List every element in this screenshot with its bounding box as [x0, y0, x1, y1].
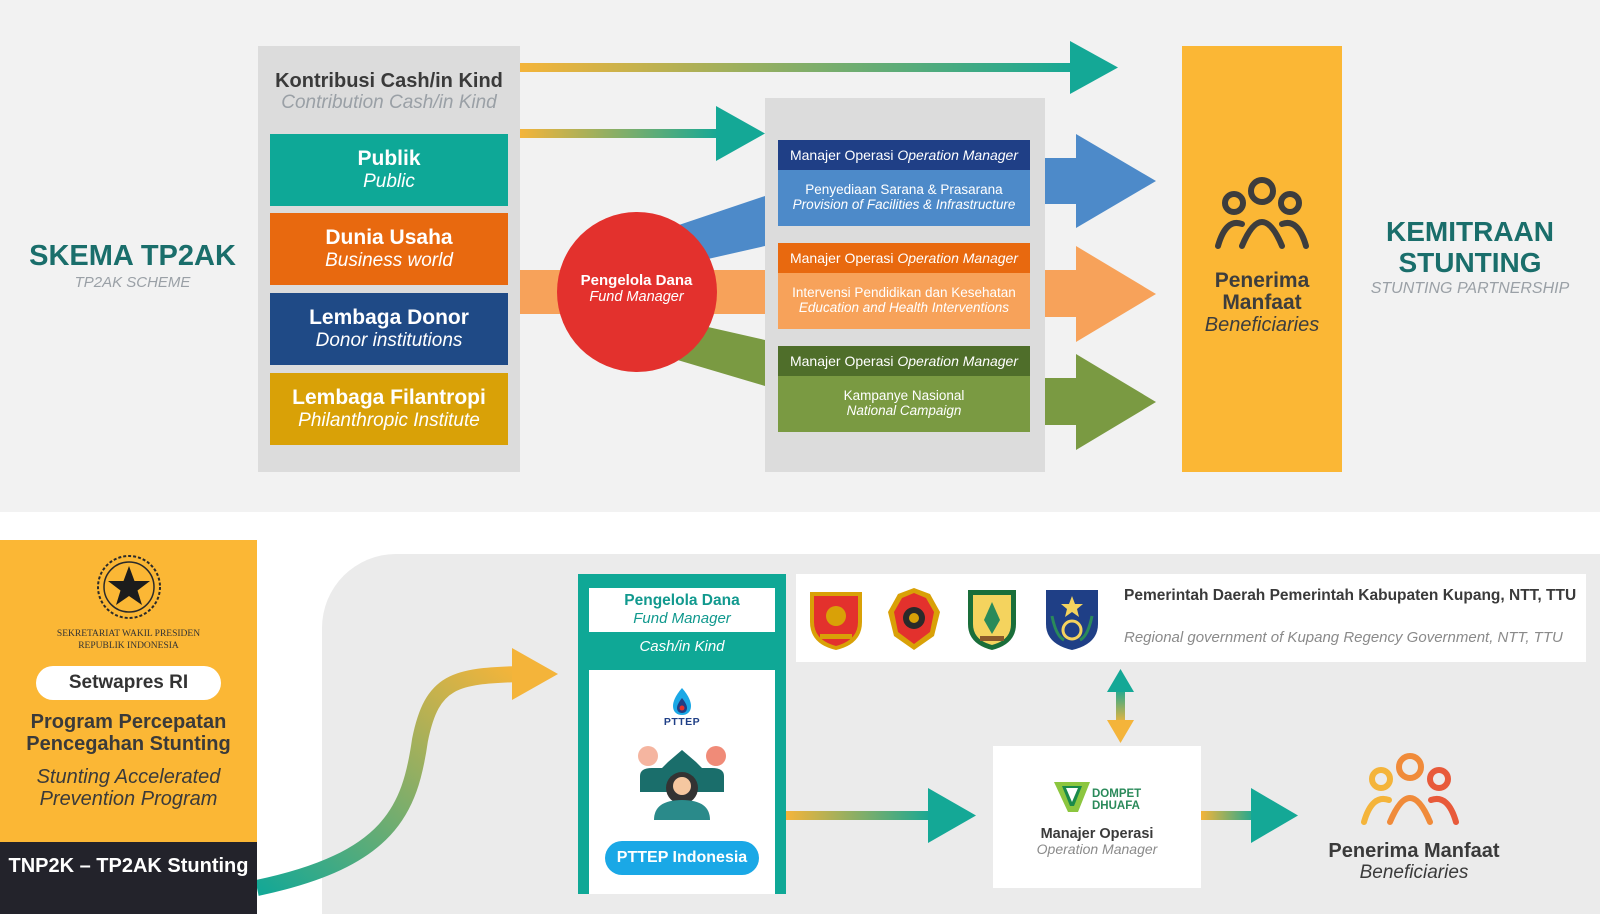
operation-manager-header-id: Manajer Operasi: [789, 250, 894, 266]
bottom-beneficiaries-title: Penerima Manfaat: [1328, 840, 1500, 862]
ntt-emblem-icon: [888, 588, 940, 650]
presidential-seal-icon: [97, 555, 161, 619]
direct-flow-arrow-shaft: [520, 63, 1080, 72]
source-box-donor: Lembaga Donor Donor institutions: [270, 293, 508, 365]
beneficiaries-title: Penerima Manfaat: [1214, 269, 1310, 314]
source-label: Lembaga Donor: [309, 306, 469, 329]
seal-caption: SEKRETARIAT WAKIL PRESIDEN REPUBLIK INDO…: [0, 628, 257, 652]
fund-manager-title: Pengelola Dana: [580, 272, 693, 289]
setwapres-pill: Setwapres RI: [36, 666, 221, 700]
cash-in-kind-label: Cash/in Kind: [639, 638, 725, 655]
operation-manager-body-campaign: Kampanye Nasional National Campaign: [778, 376, 1030, 432]
operation-manager-body-id: Kampanye Nasional: [843, 388, 965, 403]
operation-manager-body-education: Intervensi Pendidikan dan Kesehatan Educ…: [778, 273, 1030, 329]
source-sublabel: Philanthropic Institute: [298, 410, 480, 431]
source-sublabel: Business world: [325, 250, 453, 271]
operation-manager-header-id: Manajer Operasi: [789, 147, 894, 163]
bottom-beneficiaries-subtitle: Beneficiaries: [1359, 862, 1469, 883]
manager-flow-arrowhead: [716, 106, 765, 161]
beneficiaries-subtitle: Beneficiaries: [1204, 314, 1320, 336]
scheme-title: SKEMA TP2AK: [29, 240, 236, 272]
operation-manager-header: Manajer Operasi Operation Manager: [778, 243, 1030, 273]
fund-manager-circle: [557, 212, 717, 372]
source-box-public: Publik Public: [270, 134, 508, 206]
regional-government-title: Pemerintah Daerah Pemerintah Kabupaten K…: [1124, 587, 1577, 604]
direct-flow-arrowhead: [1070, 41, 1118, 94]
pttep-flame-icon: [673, 688, 691, 715]
fund-manager-header-title: Pengelola Dana: [624, 592, 740, 609]
dompet-dhuafa-wordmark: DOMPET DHUAFA: [1092, 788, 1182, 812]
operation-manager-body-id: Penyediaan Sarana & Prasarana: [805, 182, 1003, 197]
gov-operator-link-shaft: [1116, 688, 1125, 724]
gov-operator-down-arrowhead: [1107, 720, 1134, 743]
source-sublabel: Donor institutions: [315, 330, 463, 351]
operation-manager-header: Manajer Operasi Operation Manager: [778, 346, 1030, 376]
operator-box: [993, 746, 1201, 888]
source-label: Publik: [357, 147, 421, 170]
pttep-indonesia-pill: PTTEP Indonesia: [605, 841, 759, 875]
seal-caption-line-2: REPUBLIK INDONESIA: [78, 641, 179, 651]
source-box-business: Dunia Usaha Business world: [270, 213, 508, 285]
operation-manager-body-facilities: Penyediaan Sarana & Prasarana Provision …: [778, 170, 1030, 226]
source-sublabel: Public: [363, 171, 415, 192]
gov-operator-up-arrowhead: [1107, 669, 1134, 692]
regional-government-subtitle: Regional government of Kupang Regency Go…: [1124, 629, 1563, 646]
partnership-subtitle: STUNTING PARTNERSHIP: [1370, 280, 1570, 297]
operator-to-beneficiaries-shaft: [1201, 811, 1257, 820]
contribution-subtitle: Contribution Cash/in Kind: [281, 92, 497, 113]
dompet-dhuafa-logo-icon: [1054, 782, 1090, 812]
operation-manager-header-en: Operation Manager: [897, 147, 1019, 163]
operation-manager-body-en: Education and Health Interventions: [798, 300, 1010, 315]
fund-manager-subtitle: Fund Manager: [589, 289, 684, 305]
operation-manager-body-en: National Campaign: [846, 403, 962, 418]
tnp2k-footer: TNP2K – TP2AK Stunting: [0, 842, 257, 914]
kupang-emblem-icon: [810, 592, 862, 650]
curved-flow-arrow-shaft: [255, 666, 521, 896]
fund-manager-label: Pengelola Dana Fund Manager: [558, 272, 715, 305]
dompet-dhuafa-word-1: DOMPET: [1092, 788, 1142, 800]
operation-manager-header-en: Operation Manager: [897, 250, 1019, 266]
operator-subtitle: Operation Manager: [1036, 841, 1158, 857]
scheme-subtitle: TP2AK SCHEME: [74, 274, 191, 291]
regional-government-emblems: [810, 588, 1098, 650]
program-subtitle: Stunting Accelerated Prevention Program: [36, 766, 221, 810]
seal-caption-line-1: SEKRETARIAT WAKIL PRESIDEN: [56, 629, 201, 639]
fund-manager-header-subtitle: Fund Manager: [633, 610, 731, 627]
source-box-philanthropic: Lembaga Filantropi Philanthropic Institu…: [270, 373, 508, 445]
operation-manager-header: Manajer Operasi Operation Manager: [778, 140, 1030, 170]
partnership-title: KEMITRAAN STUNTING: [1386, 216, 1554, 278]
operation-manager-body-en: Provision of Facilities & Infrastructure: [792, 197, 1016, 212]
community-people-icon: [638, 746, 726, 820]
fund-manager-header: Pengelola Dana Fund Manager: [589, 588, 775, 632]
program-title: Program Percepatan Pencegahan Stunting: [26, 711, 231, 755]
pttep-logo-wordmark: PTTEP: [663, 716, 701, 728]
people-group-icon: [1215, 177, 1309, 249]
manager-flow-arrow-shaft: [520, 129, 720, 138]
beneficiaries-people-icon: [1361, 753, 1459, 825]
fund-to-operator-arrowhead: [928, 788, 976, 843]
operation-manager-body-id: Intervensi Pendidikan dan Kesehatan: [792, 285, 1016, 300]
facilities-to-beneficiaries-arrow: [1045, 134, 1156, 228]
contribution-title: Kontribusi Cash/in Kind: [275, 70, 503, 92]
operator-title: Manajer Operasi: [1040, 826, 1154, 842]
ttu-emblem-icon: [968, 590, 1016, 650]
fund-to-operator-shaft: [786, 811, 934, 820]
source-label: Dunia Usaha: [325, 226, 453, 249]
kupang-regency-emblem-icon: [1046, 590, 1098, 650]
dompet-dhuafa-word-2: DHUAFA: [1092, 800, 1140, 812]
source-label: Lembaga Filantropi: [292, 386, 486, 409]
operation-manager-header-id: Manajer Operasi: [789, 353, 894, 369]
top-flow-arrows: [520, 41, 1156, 450]
curved-flow-arrowhead: [512, 648, 558, 700]
beneficiaries-box: [1182, 46, 1342, 472]
operation-manager-header-en: Operation Manager: [897, 353, 1019, 369]
education-to-beneficiaries-arrow: [1045, 246, 1156, 342]
operator-to-beneficiaries-arrowhead: [1251, 788, 1298, 843]
campaign-to-beneficiaries-arrow: [1045, 354, 1156, 450]
